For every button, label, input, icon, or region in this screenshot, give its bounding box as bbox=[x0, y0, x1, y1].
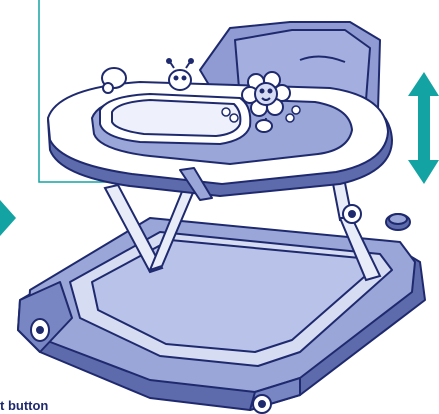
base-button[interactable] bbox=[386, 214, 410, 230]
double-headed-vertical-arrow-icon bbox=[408, 72, 439, 184]
wheel-front-right bbox=[253, 395, 271, 413]
toy-bug bbox=[167, 59, 193, 90]
wheel-front-left bbox=[31, 319, 49, 341]
right-pointer-arrow-icon bbox=[0, 200, 16, 236]
callout-label: t button bbox=[0, 398, 48, 414]
